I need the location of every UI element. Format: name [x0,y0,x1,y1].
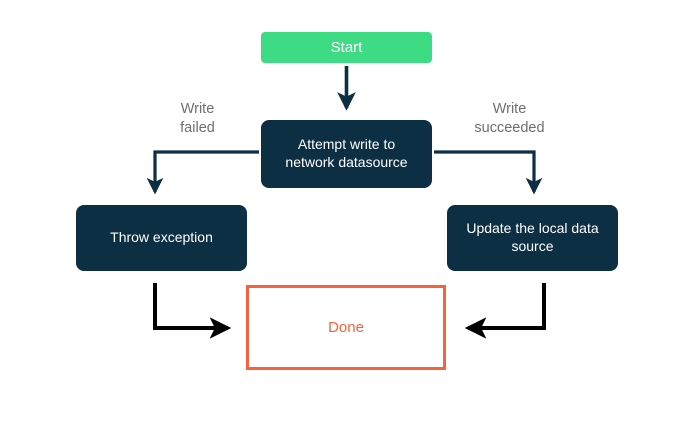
connector-throw-to-done [153,283,232,339]
connector-process-to-throw [146,150,259,195]
connector-process-to-update [434,150,543,195]
edge-label-write-succeeded: Write succeeded [474,101,545,136]
node-update-local-data-source[interactable]: Update the local data source [447,205,618,271]
node-done[interactable]: Done [246,285,446,370]
node-attempt-write[interactable]: Attempt write to network datasource [261,120,432,188]
edge-label-write-failed: Write failed [180,101,215,136]
connector-update-to-done [464,283,546,339]
node-throw-exception[interactable]: Throw exception [76,205,247,271]
node-start[interactable]: Start [261,32,432,63]
